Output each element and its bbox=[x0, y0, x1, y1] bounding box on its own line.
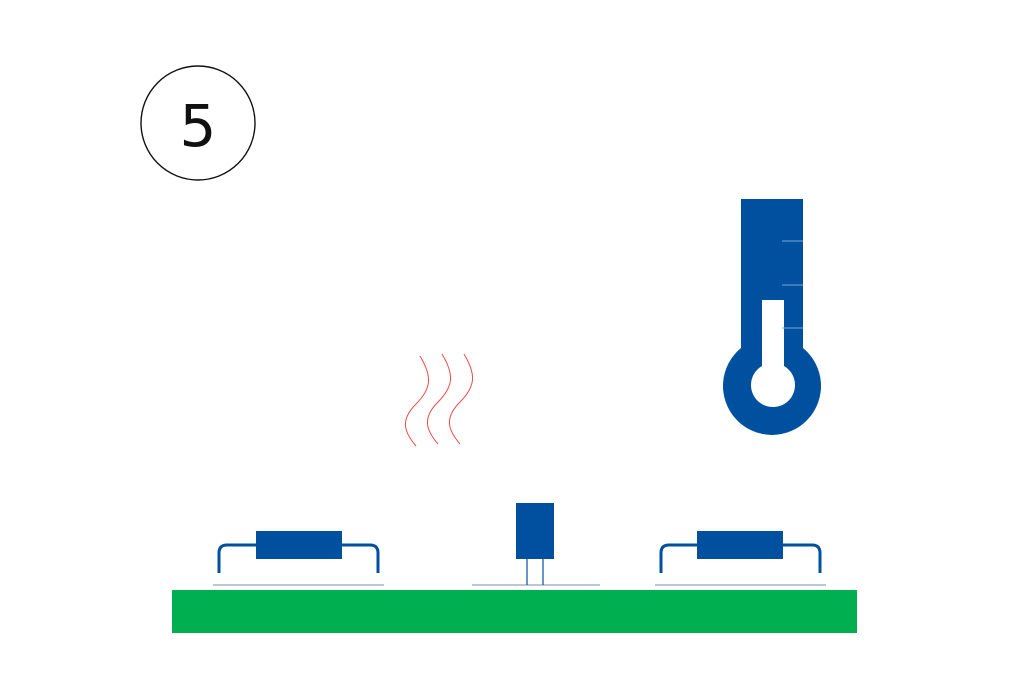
resistor-right-body bbox=[697, 531, 783, 559]
resistor-right bbox=[659, 531, 822, 573]
resistor-left-lead bbox=[217, 543, 256, 573]
thermometer-icon bbox=[722, 199, 822, 435]
resistor-right-lead bbox=[783, 543, 822, 573]
resistor-left-body bbox=[256, 531, 342, 559]
resistor-left-lead bbox=[341, 543, 380, 573]
thermometer-body bbox=[722, 199, 822, 435]
heat-wave bbox=[427, 353, 451, 445]
heat-waves-icon bbox=[405, 353, 473, 447]
heat-wave bbox=[449, 353, 473, 445]
step-number: 5 bbox=[180, 92, 217, 160]
circuit-board bbox=[172, 590, 857, 633]
resistor-left bbox=[217, 531, 380, 573]
step-badge-circle bbox=[140, 65, 256, 181]
capacitor-body bbox=[516, 503, 554, 559]
heat-wave bbox=[405, 355, 429, 447]
resistor-right-lead bbox=[659, 543, 697, 573]
capacitor-center bbox=[516, 503, 554, 585]
step-badge: 5 bbox=[140, 65, 256, 181]
